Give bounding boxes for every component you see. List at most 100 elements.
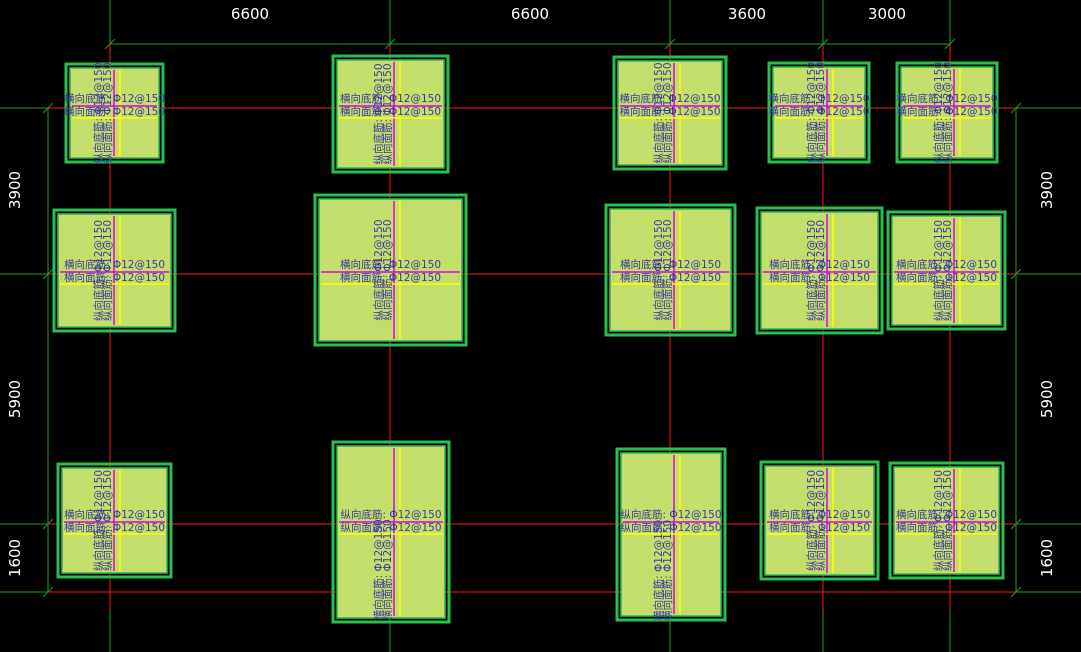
label-long-top: 纵向面筋: Φ12@150 xyxy=(101,62,114,163)
footing-pad xyxy=(891,215,1002,326)
label-long-bottom: 纵向底筋: Φ12@150 xyxy=(805,62,818,163)
label-long-bottom: 纵向底筋: Φ12@150 xyxy=(92,470,105,571)
label-trans-bottom: 横向底筋: Φ12@150 xyxy=(64,92,165,105)
label-long-top: 纵向面筋: Φ12@150 xyxy=(620,521,721,534)
footing-pad xyxy=(336,59,445,169)
footing-outline xyxy=(886,210,1007,331)
label-trans-top: 横向面筋: Φ12@150 xyxy=(769,271,870,284)
footing-outline xyxy=(56,462,173,579)
label-trans-bottom: 横向底筋: Φ12@150 xyxy=(372,519,385,620)
label-trans-top: 横向面筋: Φ12@150 xyxy=(64,521,165,534)
footing-pad xyxy=(617,60,723,166)
label-long-bottom: 纵向底筋: Φ12@150 xyxy=(92,220,105,321)
label-trans-top: 横向面筋: Φ12@150 xyxy=(661,520,674,621)
top-dim-3: 3600 xyxy=(728,5,766,23)
label-trans-bottom: 横向底筋: Φ12@150 xyxy=(64,508,165,521)
footing-pad xyxy=(336,445,446,619)
label-long-top: 纵向面筋: Φ12@150 xyxy=(941,470,954,571)
label-long-bottom: 纵向底筋: Φ12@150 xyxy=(805,470,818,571)
left-dimension-labels: 3900 5900 1600 xyxy=(6,171,24,577)
label-trans-top: 横向面筋: Φ12@150 xyxy=(620,271,721,284)
label-long-bottom: 纵向底筋: Φ12@150 xyxy=(620,508,721,521)
footing-outline xyxy=(767,61,871,164)
top-dim-1: 6600 xyxy=(231,5,269,23)
footing-outline xyxy=(895,61,999,164)
label-long-top: 纵向面筋: Φ12@150 xyxy=(814,470,827,571)
label-long-bottom: 纵向底筋: Φ12@150 xyxy=(372,63,385,164)
left-dim-1: 3900 xyxy=(6,171,24,209)
label-trans-bottom: 横向底筋: Φ12@150 xyxy=(768,92,869,105)
footing-pad xyxy=(772,66,866,159)
label-long-top: 纵向面筋: Φ12@150 xyxy=(941,220,954,321)
top-dim-4: 3000 xyxy=(868,5,906,23)
label-long-bottom: 纵向底筋: Φ12@150 xyxy=(92,62,105,163)
label-trans-top: 横向面筋: Φ12@150 xyxy=(896,105,997,118)
label-trans-top: 横向面筋: Φ12@150 xyxy=(769,521,870,534)
footing-pad xyxy=(609,208,732,332)
footing-outline xyxy=(52,208,177,333)
footing-outline xyxy=(612,55,728,171)
label-long-bottom: 纵向底筋: Φ12@150 xyxy=(652,219,665,320)
label-trans-bottom: 横向底筋: Φ12@150 xyxy=(896,92,997,105)
label-trans-top: 横向面筋: Φ12@150 xyxy=(896,271,997,284)
footing-pad xyxy=(318,198,463,342)
label-trans-top: 横向面筋: Φ12@150 xyxy=(340,105,441,118)
footing-outline xyxy=(604,203,737,337)
top-dimension-labels: 6600 6600 3600 3000 xyxy=(231,5,906,23)
footing-outline xyxy=(755,206,884,335)
label-long-bottom: 纵向底筋: Φ12@150 xyxy=(932,62,945,163)
label-long-bottom: 纵向底筋: Φ12@150 xyxy=(372,219,385,320)
label-trans-top: 横向面筋: Φ12@150 xyxy=(381,519,394,620)
label-trans-top: 横向面筋: Φ12@150 xyxy=(768,105,869,118)
footing-outline xyxy=(888,461,1005,580)
label-trans-bottom: 横向底筋: Φ12@150 xyxy=(340,92,441,105)
label-trans-top: 横向面筋: Φ12@150 xyxy=(64,105,165,118)
label-trans-bottom: 横向底筋: Φ12@150 xyxy=(769,258,870,271)
label-trans-top: 横向面筋: Φ12@150 xyxy=(340,271,441,284)
footing-outline xyxy=(759,460,880,581)
label-long-bottom: 纵向底筋: Φ12@150 xyxy=(932,470,945,571)
label-long-top: 纵向面筋: Φ12@150 xyxy=(814,220,827,321)
label-trans-top: 横向面筋: Φ12@150 xyxy=(64,271,165,284)
label-trans-bottom: 横向底筋: Φ12@150 xyxy=(64,258,165,271)
label-long-top: 纵向面筋: Φ12@150 xyxy=(941,62,954,163)
label-trans-bottom: 横向底筋: Φ12@150 xyxy=(896,258,997,271)
footing-pad xyxy=(893,466,1000,575)
label-trans-bottom: 横向底筋: Φ12@150 xyxy=(896,508,997,521)
left-dim-3: 1600 xyxy=(6,539,24,577)
label-trans-top: 横向面筋: Φ12@150 xyxy=(619,105,720,118)
label-trans-top: 横向面筋: Φ12@150 xyxy=(896,521,997,534)
top-dim-2: 6600 xyxy=(511,5,549,23)
footing-pad xyxy=(764,465,875,576)
label-long-top: 纵向面筋: Φ12@150 xyxy=(101,470,114,571)
label-long-top: 纵向面筋: Φ12@150 xyxy=(340,521,441,534)
label-long-bottom: 纵向底筋: Φ12@150 xyxy=(652,62,665,163)
footing-pad xyxy=(900,66,994,159)
label-trans-bottom: 横向底筋: Φ12@150 xyxy=(652,520,665,621)
footing-outline xyxy=(64,62,165,164)
footing-outline xyxy=(615,447,727,622)
label-long-top: 纵向面筋: Φ12@150 xyxy=(661,62,674,163)
right-dim-1: 3900 xyxy=(1038,171,1056,209)
right-dimension-labels: 3900 5900 1600 xyxy=(1038,171,1056,577)
label-long-top: 纵向面筋: Φ12@150 xyxy=(661,219,674,320)
label-trans-bottom: 横向底筋: Φ12@150 xyxy=(620,258,721,271)
footing-pad xyxy=(760,211,879,330)
label-long-bottom: 纵向底筋: Φ12@150 xyxy=(340,508,441,521)
label-long-bottom: 纵向底筋: Φ12@150 xyxy=(805,220,818,321)
left-dim-2: 5900 xyxy=(6,380,24,418)
label-trans-bottom: 横向底筋: Φ12@150 xyxy=(769,508,870,521)
label-long-top: 纵向面筋: Φ12@150 xyxy=(814,62,827,163)
